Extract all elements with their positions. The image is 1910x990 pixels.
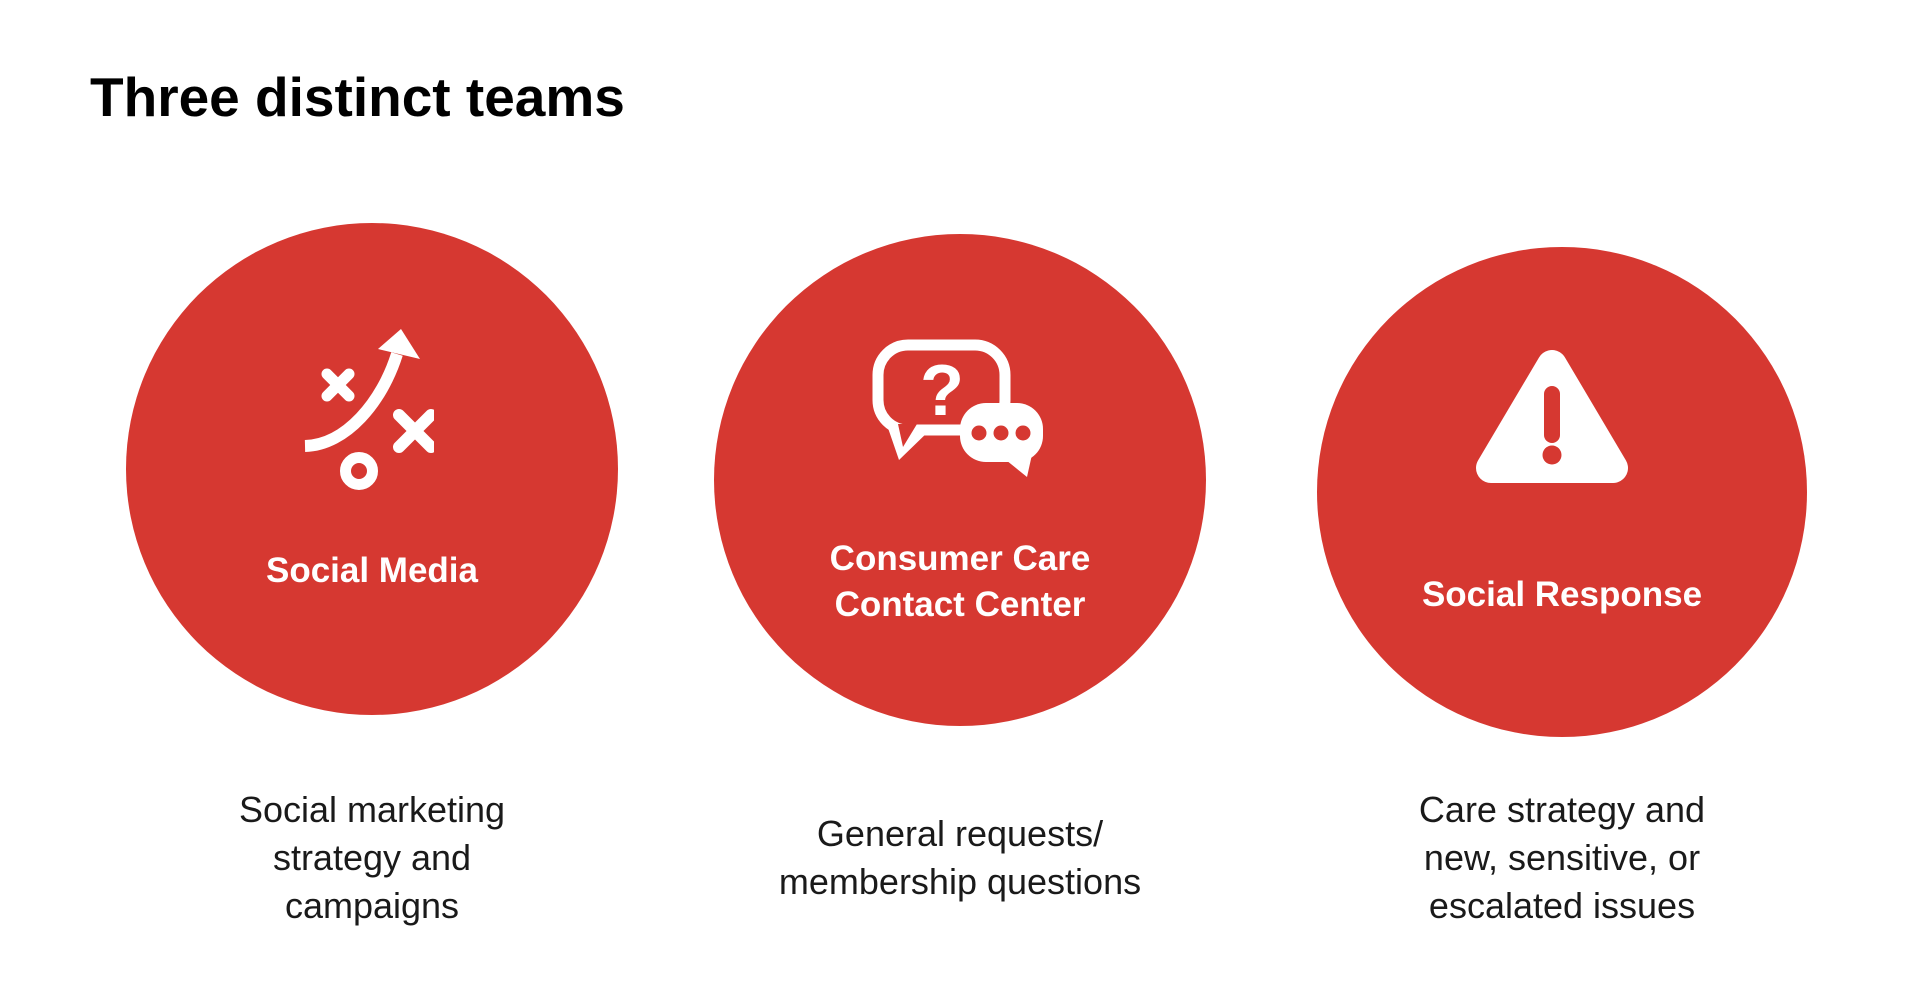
label-line: Social Response <box>1421 575 1703 614</box>
label-line: Social Media <box>265 551 479 590</box>
team-label: Social Response <box>1317 515 1807 675</box>
page-title: Three distinct teams <box>90 66 625 128</box>
description-line: campaigns <box>284 885 460 926</box>
description-line: Social marketing <box>238 789 506 830</box>
description-line: strategy and <box>272 837 472 878</box>
warning-icon <box>1476 350 1628 483</box>
description-line: new, sensitive, or <box>1423 837 1701 878</box>
chat-question-icon: ? <box>872 339 1043 477</box>
description-line: membership questions <box>778 861 1142 902</box>
team-description: Care strategy and new, sensitive, or esc… <box>1332 786 1792 930</box>
team-circle-social-response: Social Response <box>1317 247 1807 737</box>
strategy-icon <box>304 329 434 490</box>
label-line: Consumer Care <box>829 539 1091 578</box>
team-label: Consumer Care Contact Center <box>714 502 1206 662</box>
description-line: Care strategy and <box>1418 789 1706 830</box>
team-circle-social-media: Social Media <box>126 223 618 715</box>
team-description: Social marketing strategy and campaigns <box>142 786 602 930</box>
question-mark-glyph: ? <box>920 351 964 431</box>
description-line: escalated issues <box>1428 885 1696 926</box>
label-line: Contact Center <box>834 585 1086 624</box>
team-description: General requests/ membership questions <box>730 786 1190 930</box>
team-circle-consumer-care: ? Consumer Care Contact Center <box>714 234 1206 726</box>
description-line: General requests/ <box>816 813 1104 854</box>
team-label: Social Media <box>126 491 618 651</box>
